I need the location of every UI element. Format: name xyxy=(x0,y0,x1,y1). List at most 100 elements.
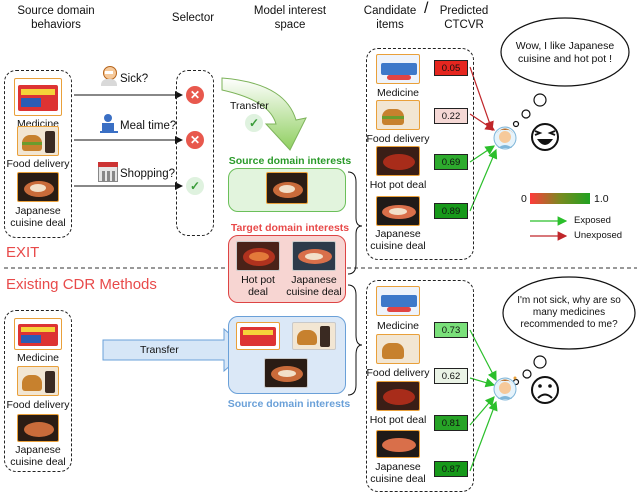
target-label-hot-pot: Hot pot deal xyxy=(234,274,282,298)
score-value: 0.81 xyxy=(434,415,468,431)
transfer-flow-arrow xyxy=(221,77,307,151)
legend-exposed-label: Exposed xyxy=(574,215,611,226)
hot-pot-icon xyxy=(376,146,420,176)
arrow-exposed xyxy=(469,377,496,388)
legend-unexposed-label: Unexposed xyxy=(574,230,623,241)
legend-max: 1.0 xyxy=(594,193,609,205)
header-selector: Selector xyxy=(171,12,215,24)
thought-dot xyxy=(521,109,531,119)
cross-icon: ✕ xyxy=(186,131,204,149)
label-line: Japanese xyxy=(375,461,421,473)
label-line: cuisine deal xyxy=(370,240,426,252)
bubble-line: cuisine and hot pot ! xyxy=(518,53,612,65)
pill-box-icon xyxy=(14,78,62,116)
header-line: Predicted xyxy=(439,5,489,17)
question-meal: Meal time? xyxy=(120,120,177,132)
sushi-platter-icon xyxy=(266,172,308,204)
header-line: CTCVR xyxy=(444,19,484,31)
pill-box-icon xyxy=(376,286,420,316)
score-value: 0.22 xyxy=(434,108,468,124)
header-source-behaviors: Source domain behaviors xyxy=(4,4,108,32)
sushi-platter-icon xyxy=(376,430,420,458)
sushi-platter-icon xyxy=(376,196,420,226)
legend-min: 0 xyxy=(521,193,527,205)
sushi-platter-icon xyxy=(264,358,308,388)
user-avatar-icon xyxy=(493,376,517,401)
thought-dot xyxy=(533,355,547,369)
laughing-emoji-icon xyxy=(531,123,559,151)
thought-dot xyxy=(533,93,547,107)
label-line: cuisine deal xyxy=(10,217,66,229)
item-label-hot-pot: Hot pot deal xyxy=(369,179,427,191)
pill-box-icon xyxy=(236,322,280,350)
check-icon: ✓ xyxy=(245,114,263,132)
score-value: 0.62 xyxy=(434,368,468,384)
frowning-emoji-icon xyxy=(531,376,559,404)
transfer-label-bottom: Transfer xyxy=(140,344,179,356)
arrow-exposed xyxy=(469,400,498,472)
item-label-medicine: Medicine xyxy=(376,87,420,99)
score-value: 0.87 xyxy=(434,461,468,477)
header-line: Model interest xyxy=(253,5,327,17)
question-shopping: Shopping? xyxy=(120,168,175,180)
label-line: cuisine deal xyxy=(286,286,342,298)
item-label-japanese: Japanese cuisine deal xyxy=(4,444,72,468)
item-label-medicine: Medicine xyxy=(376,320,420,332)
label-line: Hot pot xyxy=(241,274,275,286)
question-sick: Sick? xyxy=(120,73,149,85)
score-value: 0.89 xyxy=(434,203,468,219)
hot-pot-icon xyxy=(376,381,420,411)
bracket-bottom xyxy=(347,284,363,396)
legend-color-scale xyxy=(530,193,590,204)
arrow-exposed xyxy=(469,148,498,212)
burger-meal-icon xyxy=(292,322,336,350)
item-label-hot-pot: Hot pot deal xyxy=(369,414,427,426)
header-slash: / xyxy=(424,0,429,17)
label-line: cuisine deal xyxy=(10,456,66,468)
candidate-box-bottom xyxy=(366,280,474,492)
item-label-japanese: Japanese cuisine deal xyxy=(366,461,430,485)
bubble-line: Wow, I like Japanese xyxy=(515,40,615,52)
item-label-medicine: Medicine xyxy=(16,352,60,364)
section-title-exit: EXIT xyxy=(6,244,40,261)
bubble-line: many medicines xyxy=(532,307,606,318)
header-line: space xyxy=(274,19,306,31)
source-interests-title-bottom: Source domain interests xyxy=(227,398,351,410)
item-label-japanese: Japanese cuisine deal xyxy=(366,228,430,252)
bubble-line: recommended to me? xyxy=(520,319,618,330)
item-label-food-delivery: Food delivery xyxy=(6,158,70,170)
header-candidate-items: Candidate items xyxy=(358,4,422,32)
header-line: Source domain xyxy=(17,5,95,17)
arrow-unexposed xyxy=(469,113,495,131)
score-value: 0.05 xyxy=(434,60,468,76)
header-line: Candidate xyxy=(363,5,417,17)
thought-dot xyxy=(512,120,520,128)
bubble-line: I'm not sick, why are so xyxy=(517,295,621,306)
header-line: behaviors xyxy=(31,19,81,31)
item-label-japanese: Japanese cuisine deal xyxy=(4,205,72,229)
source-interests-title-top: Source domain interests xyxy=(228,155,352,167)
item-label-food-delivery: Food delivery xyxy=(366,133,430,145)
label-line: Japanese xyxy=(375,228,421,240)
sushi-platter-icon xyxy=(17,414,59,442)
thought-text-top: Wow, I like Japanese cuisine and hot pot… xyxy=(510,40,620,66)
pill-box-icon xyxy=(14,318,62,350)
item-label-food-delivery: Food delivery xyxy=(366,367,430,379)
header-line: items xyxy=(376,19,404,31)
label-line: cuisine deal xyxy=(370,473,426,485)
section-title-existing: Existing CDR Methods xyxy=(6,276,157,293)
header-interest-space: Model interest space xyxy=(238,4,342,32)
burger-meal-icon xyxy=(17,366,59,396)
sick-person-icon xyxy=(100,66,118,86)
source-behaviors-box-top xyxy=(4,70,72,238)
burger-meal-icon xyxy=(376,334,420,364)
sushi-platter-icon xyxy=(292,241,336,271)
source-behaviors-box-bottom xyxy=(4,310,72,472)
header-predicted-ctcvr: Predicted CTCVR xyxy=(432,4,496,32)
thought-bubble-bottom xyxy=(502,276,636,350)
selector-box xyxy=(176,70,214,236)
user-avatar-icon xyxy=(493,126,517,150)
hot-pot-icon xyxy=(236,241,280,271)
shopping-mall-icon xyxy=(98,162,118,182)
